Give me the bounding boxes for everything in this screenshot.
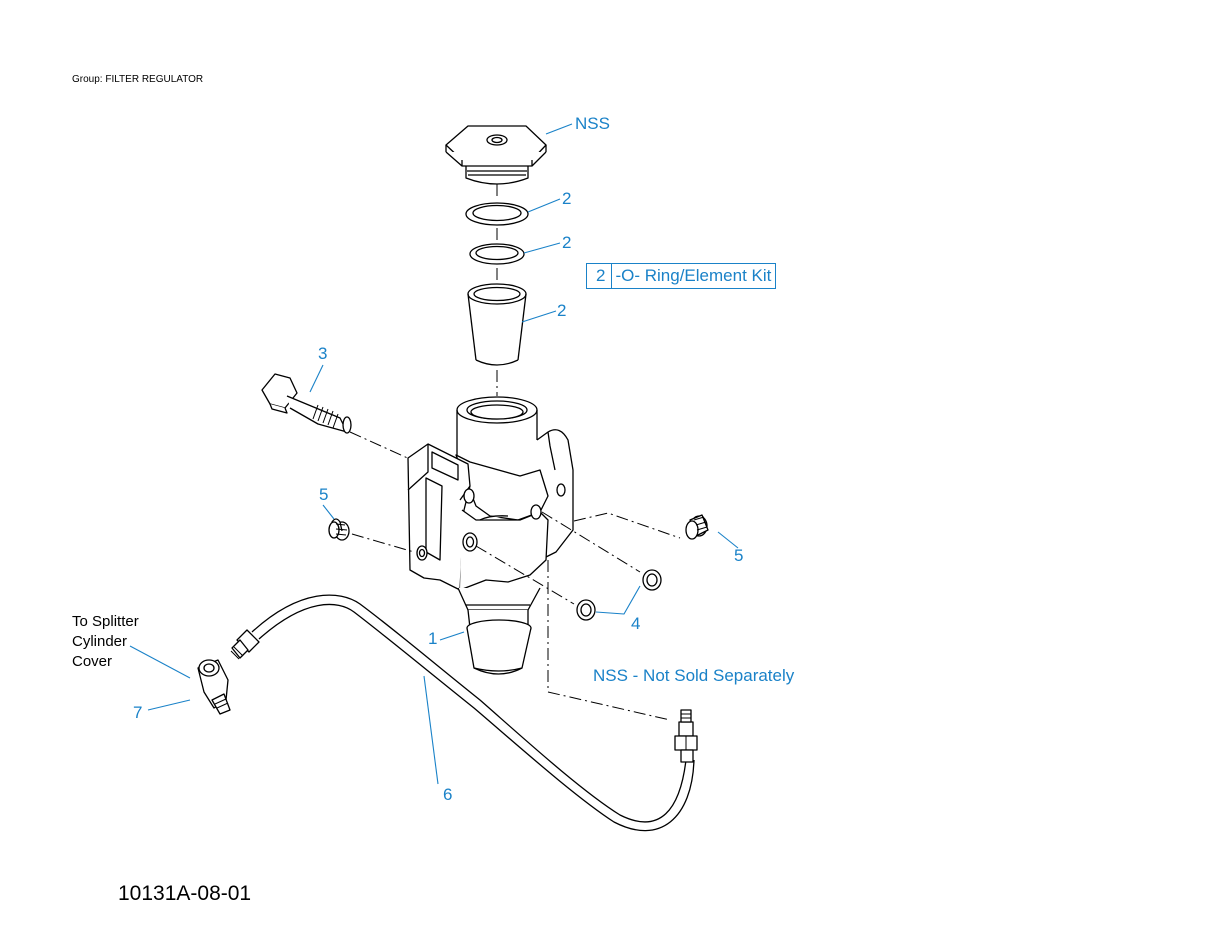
kit-legend-text: -O- Ring/Element Kit <box>615 266 772 285</box>
destination-line-1: To Splitter <box>72 613 139 630</box>
plug-left-axis <box>351 533 415 553</box>
seal-rings <box>576 569 662 621</box>
callout-seal-rings: 4 <box>631 614 641 633</box>
leader-lines <box>129 123 739 785</box>
seal-axis-lower <box>475 545 575 605</box>
callout-o-ring-lower: 2 <box>562 233 572 252</box>
filter-cap <box>445 125 547 185</box>
elbow-fitting <box>197 659 231 715</box>
callout-elbow: 7 <box>133 703 143 722</box>
plug-left <box>328 518 350 541</box>
filter-element <box>467 283 527 366</box>
o-ring-lower <box>469 243 525 265</box>
nss-footnote: NSS - Not Sold Separately <box>593 666 795 685</box>
callout-tube: 6 <box>443 785 453 804</box>
tube-assembly <box>230 594 698 832</box>
banjo-bolt <box>261 373 352 434</box>
callout-bolt: 3 <box>318 344 328 363</box>
kit-legend-number: 2 <box>587 264 613 288</box>
destination-line-3: Cover <box>72 653 113 670</box>
callout-element: 2 <box>557 301 567 320</box>
regulator-body <box>407 396 574 675</box>
o-ring-upper <box>465 202 529 226</box>
kit-legend: 2 -O- Ring/Element Kit <box>586 263 777 289</box>
plug-right-axis <box>573 512 681 539</box>
destination-line-2: Cylinder <box>72 633 128 650</box>
seal-axis-upper <box>541 511 641 573</box>
callout-plug-left: 5 <box>319 485 329 504</box>
callout-o-ring-upper: 2 <box>562 189 572 208</box>
figure-number: 10131A-08-01 <box>118 882 252 905</box>
destination-label: To Splitter Cylinder Cover <box>72 612 139 672</box>
plug-right <box>685 514 709 540</box>
drain-axis <box>547 560 671 721</box>
callout-cap-nss: NSS <box>575 114 610 133</box>
group-label: Group: FILTER REGULATOR <box>72 74 204 85</box>
callout-plug-right: 5 <box>734 546 744 565</box>
bolt-axis <box>349 431 413 461</box>
callout-body: 1 <box>428 629 438 648</box>
